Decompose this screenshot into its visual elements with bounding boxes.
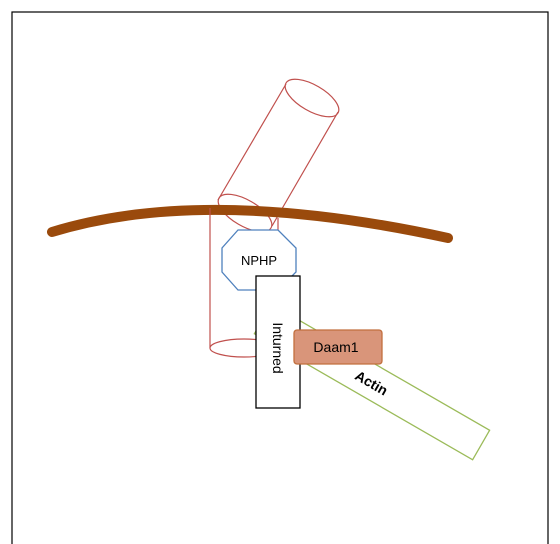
tilted-cylinder: [217, 78, 340, 233]
inturned-node: Inturned: [255, 275, 301, 409]
diagram-frame: [11, 11, 549, 544]
daam1-label: Daam1: [313, 339, 358, 355]
nphp-label: NPHP: [241, 253, 277, 268]
daam1-box: [293, 329, 383, 365]
tilted-cylinder-top: [284, 78, 340, 118]
inturned-label: Inturned: [270, 322, 286, 373]
tilted-cylinder-body: [217, 83, 339, 227]
membrane-curve: [47, 204, 453, 243]
tilted-cylinder-bottom: [217, 193, 273, 233]
daam1-node: Daam1: [293, 329, 383, 365]
